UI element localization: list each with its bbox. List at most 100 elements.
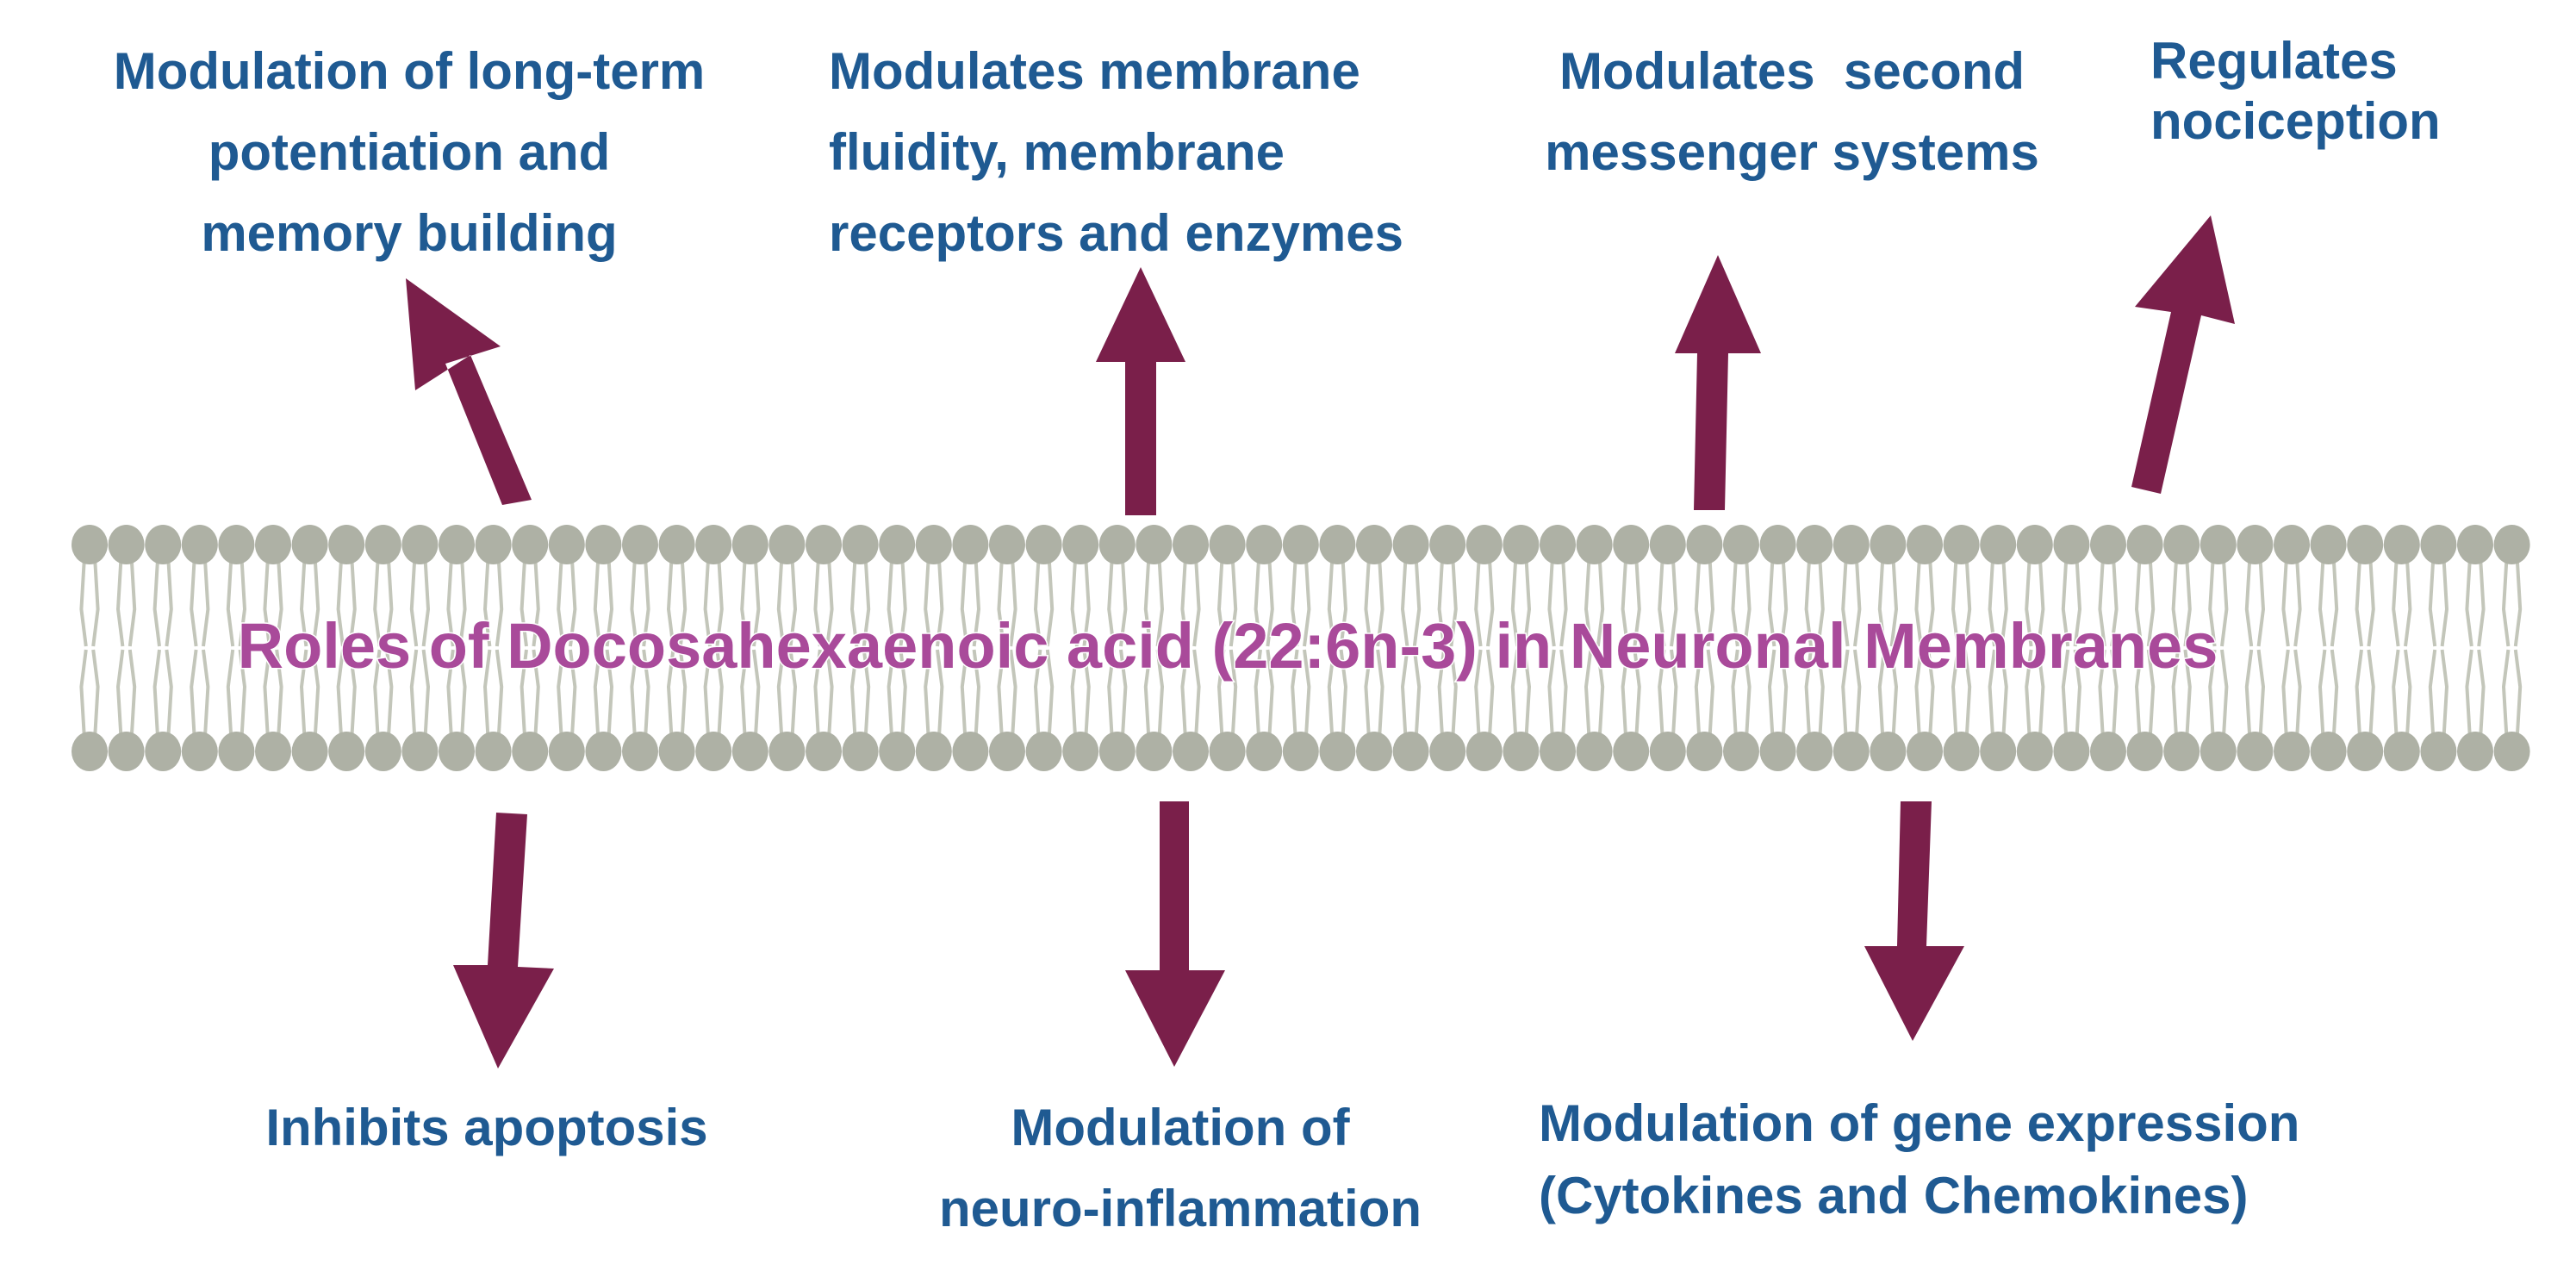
lipid-head (1465, 732, 1503, 771)
lipid-tail (2037, 649, 2045, 740)
lipid-tail (849, 649, 859, 740)
role-text-line: Modulation of (1011, 1099, 1350, 1156)
lipid-tail (165, 556, 173, 647)
lipid-tail (666, 649, 675, 740)
lipid-tail (115, 556, 125, 647)
lipid-head (842, 732, 879, 771)
lipid-tail (2000, 649, 2008, 740)
lipid-tail (238, 649, 247, 740)
lipid-tail (887, 556, 895, 647)
lipid-tail (1633, 649, 1641, 740)
lipid-tail (1621, 649, 1629, 740)
lipid-head (2457, 732, 2493, 771)
lipid-tail (1437, 649, 1446, 740)
lipid-tail (2293, 649, 2302, 740)
lipid-tail (1670, 556, 1678, 647)
lipid-tail (1339, 649, 1348, 740)
lipid-head (658, 525, 695, 564)
lipid-head (2310, 525, 2347, 564)
lipid-head (328, 732, 365, 771)
lipid-tail (1180, 649, 1189, 740)
lipid-tail (263, 649, 271, 740)
lipid-head (1356, 732, 1392, 771)
lipid-tail (2110, 556, 2119, 647)
lipid-tail (1192, 649, 1201, 740)
lipid-tail (1816, 556, 1825, 647)
lipid-tail (1877, 649, 1887, 740)
lipid-tail (936, 649, 944, 740)
lipid-head (695, 525, 732, 564)
lipid-tail (1364, 556, 1372, 647)
role-label-neuroinflammation: Modulation of neuro-inflammation (879, 1087, 1482, 1249)
lipid-head (585, 525, 622, 564)
lipid-tail (1853, 556, 1862, 647)
lipid-head (1173, 732, 1209, 771)
lipid-tail (1694, 556, 1703, 647)
lipid-tail (1033, 649, 1042, 740)
lipid-head (952, 525, 989, 564)
lipid-tail (1437, 556, 1446, 647)
lipid-tail (1510, 649, 1520, 740)
lipid-tail (1364, 649, 1372, 740)
lipid-tail (1229, 649, 1238, 740)
lipid-tail (1841, 556, 1850, 647)
lipid-tail (630, 649, 638, 740)
lipid-tail (2146, 556, 2156, 647)
lipid-tail (2367, 556, 2375, 647)
lipid-tail (165, 649, 173, 740)
lipid-head (328, 525, 365, 564)
lipid-tail (1033, 556, 1042, 647)
lipid-tail (678, 556, 688, 647)
lipid-tail (960, 649, 969, 740)
role-label-apoptosis: Inhibits apoptosis (207, 1087, 767, 1168)
lipid-tail (1376, 556, 1384, 647)
lipid-tail (2244, 556, 2254, 647)
lipid-tail (1045, 556, 1055, 647)
lipid-tail (2330, 649, 2339, 740)
lipid-tail (1951, 556, 1960, 647)
lipid-tail (752, 649, 761, 740)
lipid-tail (2183, 556, 2192, 647)
lipid-tail (2256, 556, 2266, 647)
lipid-head (439, 525, 475, 564)
lipid-tail (1522, 649, 1532, 740)
lipid-head (731, 732, 768, 771)
lipid-tail (520, 556, 528, 647)
lipid-head (255, 525, 291, 564)
lipid-head (108, 525, 145, 564)
lipid-tail (1155, 556, 1165, 647)
lipid-tail (115, 649, 125, 740)
lipid-tail (2330, 556, 2339, 647)
lipid-tail (458, 556, 467, 647)
lipid-tail (1584, 649, 1593, 740)
lipid-tail (226, 556, 235, 647)
lipid-head (1686, 525, 1723, 564)
lipid-head (2274, 525, 2310, 564)
lipid-head (72, 525, 108, 564)
lipid-tail (1216, 649, 1226, 740)
lipid-tail (1889, 649, 1899, 740)
lipid-tail (2501, 556, 2511, 647)
lipid-head (1246, 525, 1283, 564)
lipid-tail (532, 649, 540, 740)
lipid-tail (1449, 649, 1458, 740)
lipid-head (1723, 732, 1759, 771)
lipid-head (658, 732, 695, 771)
lipid-tail (202, 556, 210, 647)
lipid-head (2053, 525, 2090, 564)
lipid-tail (2025, 556, 2033, 647)
lipid-tail (299, 556, 308, 647)
lipid-tail (1045, 649, 1055, 740)
lipid-tail (1731, 649, 1739, 740)
lipid-tail (813, 556, 822, 647)
lipid-head (1576, 525, 1613, 564)
lipid-tail (1449, 556, 1458, 647)
lipid-tail (776, 556, 786, 647)
lipid-head (1980, 732, 2017, 771)
lipid-tail (642, 556, 650, 647)
lipid-tail (569, 556, 577, 647)
lipid-tail (1779, 649, 1789, 740)
lipid-tail (2367, 649, 2375, 740)
role-label-membrane-fluidity: Modulates membrane fluidity, membrane re… (829, 31, 1501, 274)
lipid-head (2237, 732, 2274, 771)
